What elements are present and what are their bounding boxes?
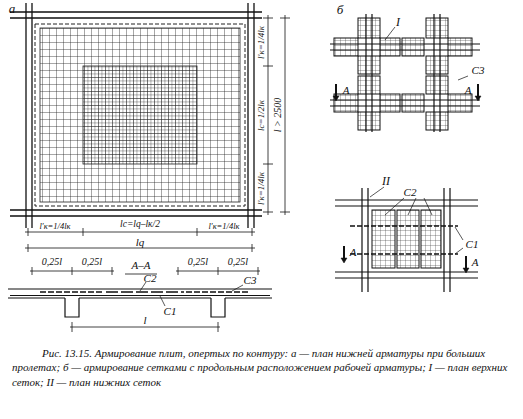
lower-meshes bbox=[350, 210, 458, 268]
mesh-sheet bbox=[448, 38, 472, 56]
drawing-label: lс=1/2lк bbox=[257, 100, 266, 131]
mesh-sheet bbox=[334, 38, 358, 56]
drawing-label: А bbox=[343, 85, 350, 96]
plan-mesh bbox=[35, 24, 245, 206]
drawing-label: С2 bbox=[144, 273, 157, 284]
mesh-sheet bbox=[426, 56, 448, 74]
drawing-label: б bbox=[337, 3, 344, 16]
drawing-label: lq bbox=[136, 237, 145, 248]
drawing-label: lс=lq–lк/2 bbox=[120, 220, 160, 230]
mesh-sheet bbox=[402, 94, 424, 112]
mesh-sheet bbox=[358, 18, 380, 38]
drawing-label: l > 2500 bbox=[273, 98, 283, 133]
beams-b-bottom bbox=[335, 187, 478, 292]
mesh-sheet bbox=[380, 38, 400, 56]
upper-meshes bbox=[334, 18, 472, 130]
beams-plan bbox=[10, 3, 262, 228]
drawing-label: l'к=1/4lк bbox=[256, 172, 265, 205]
drawing-label: А–А bbox=[132, 260, 151, 271]
drawing-label: а bbox=[9, 2, 16, 15]
mesh-sheet bbox=[448, 94, 472, 112]
drawing-label: С3 bbox=[244, 275, 257, 286]
figure-caption: Рис. 13.15. Армирование плит, опертых по… bbox=[12, 346, 511, 389]
drawing-label: l bbox=[143, 315, 146, 326]
drawing-label: l'к=1/4lк bbox=[256, 26, 265, 59]
drawing-label: А bbox=[465, 85, 472, 96]
section-meshes bbox=[10, 282, 270, 306]
section-dims bbox=[30, 267, 260, 332]
drawing-label: С1 bbox=[466, 239, 479, 250]
drawing-label: С2 bbox=[404, 187, 417, 198]
drawing-label: 0,25l bbox=[82, 257, 102, 267]
drawing-label: 0,25l bbox=[188, 257, 208, 267]
drawing-label: l'к=1/4lк bbox=[39, 222, 70, 231]
drawing-label: С3 bbox=[472, 65, 485, 76]
mesh-sheet bbox=[426, 76, 448, 94]
beams-b-top bbox=[330, 14, 480, 132]
mesh-sheet bbox=[426, 112, 448, 130]
mesh-sheet bbox=[358, 76, 380, 94]
mesh-sheet bbox=[358, 112, 380, 130]
slab-section bbox=[8, 289, 272, 317]
drawing-label: 0,25l bbox=[42, 257, 62, 267]
section-marks bbox=[333, 84, 481, 273]
mesh-sheet bbox=[426, 18, 448, 38]
drawing-label: I bbox=[396, 16, 400, 28]
mesh-sheet bbox=[402, 38, 424, 56]
dimension-lines bbox=[25, 15, 290, 252]
drawing-label: l'к=1/4lк bbox=[208, 222, 239, 231]
mesh-sheet bbox=[358, 56, 380, 74]
drawing-label: 0,25l bbox=[228, 257, 248, 267]
mesh-sheet bbox=[380, 94, 400, 112]
drawing-label: А bbox=[350, 247, 357, 258]
drawing-label: А bbox=[472, 257, 479, 268]
drawing-label: II bbox=[382, 175, 390, 187]
drawing-label: С1 bbox=[164, 306, 177, 317]
